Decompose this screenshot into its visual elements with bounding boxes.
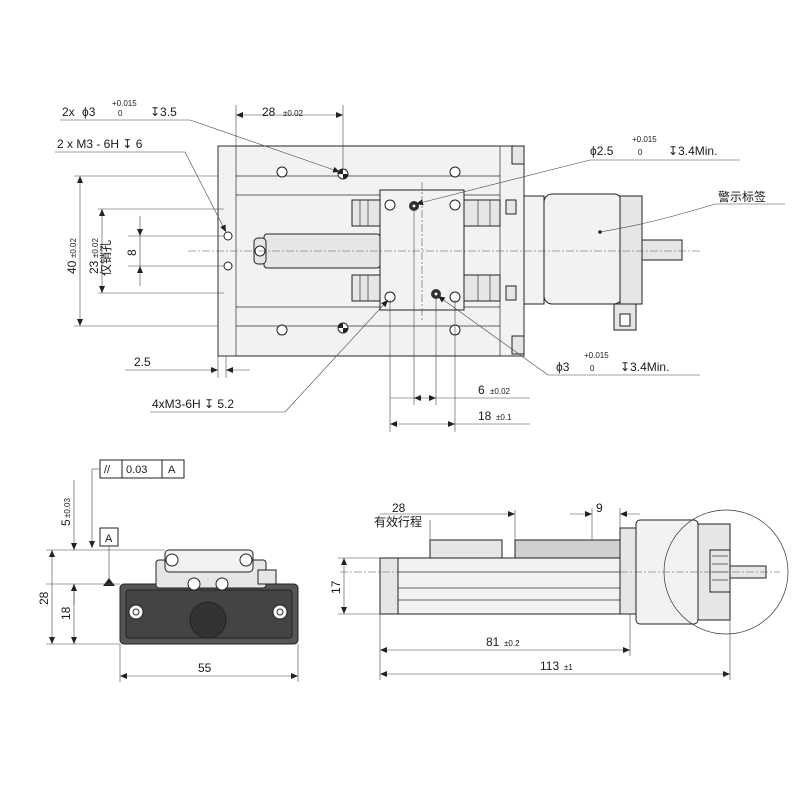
callout-bottom-pin-sym: ϕ3: [556, 360, 570, 374]
callout-m3-side: 2 x M3 - 6H ↧ 6: [57, 137, 143, 151]
end-dim-55: 55: [198, 661, 212, 675]
motor-flange: [523, 195, 545, 305]
side-dim-9: 9: [596, 501, 603, 515]
callout-top-pin-tol-up: +0.015: [632, 135, 657, 144]
label-stroke: 有效行程: [374, 514, 422, 529]
callout-m3-carriage: 4xM3-6H ↧ 5.2: [152, 397, 234, 411]
end-view: // 0.03 A A 5 ±0.03 28 18 55: [37, 459, 299, 682]
end-dim-5: 5: [59, 519, 73, 526]
gdt-datum: A: [168, 464, 176, 476]
callout-top-pin-depth: ↧3.4Min.: [668, 144, 717, 158]
callout-pin-qty: 2x: [62, 105, 75, 119]
callout-pin-sym: ϕ3: [82, 105, 96, 119]
callout-bottom-pin-tol-up: +0.015: [584, 351, 609, 360]
dim-6-tol: ±0.02: [490, 387, 511, 396]
dim-2-5: 2.5: [134, 355, 151, 369]
top-view: 28 ±0.02 2x ϕ3 +0.015 0 ↧3.5 2 x M3 - 6H…: [55, 99, 785, 432]
dim-28-top: 28: [262, 105, 276, 119]
end-dim-18: 18: [59, 606, 73, 620]
callout-pin-tol-lo: 0: [118, 109, 123, 118]
callout-top-pin-tol-lo: 0: [638, 148, 643, 157]
callout-pin-tol-up: +0.015: [112, 99, 137, 108]
motor-shaft: [641, 239, 683, 261]
side-carriage: [514, 539, 621, 559]
callout-pin-depth: ↧3.5: [150, 105, 177, 119]
callout-bottom-pin-tol-lo: 0: [590, 364, 595, 373]
callout-bottom-pin-depth: ↧3.4Min.: [620, 360, 669, 374]
dim-8: 8: [125, 249, 139, 256]
side-dim-81-tol: ±0.2: [504, 639, 520, 648]
side-dim-113: 113: [540, 659, 559, 673]
dim-40: 40: [65, 260, 79, 274]
dim-18: 18: [478, 409, 492, 423]
callout-top-pin-sym: ϕ2.5: [590, 144, 614, 158]
end-dim-5-tol: ±0.03: [63, 497, 72, 518]
end-dim-28: 28: [37, 591, 51, 605]
dim-18-tol: ±0.1: [496, 413, 512, 422]
side-dim-81: 81: [486, 635, 500, 649]
side-dim-113-tol: ±1: [564, 663, 573, 672]
dim-23-tol: ±0.02: [91, 237, 100, 258]
datum-label: A: [105, 533, 113, 545]
side-base: [379, 557, 631, 615]
side-view: 28 有效行程 9 17 81 ±0.2 113 ±1: [329, 501, 789, 680]
label-pin-only: 仅销孔: [99, 240, 113, 276]
dim-6: 6: [478, 383, 485, 397]
dim-28-top-tol: ±0.02: [283, 109, 304, 118]
carriage-stroke-left: [429, 539, 503, 559]
gdt-symbol: //: [104, 464, 111, 476]
side-dim-28: 28: [392, 501, 406, 515]
dim-23: 23: [87, 260, 101, 274]
gdt-value: 0.03: [126, 464, 147, 476]
side-dim-17: 17: [329, 580, 343, 594]
dim-40-tol: ±0.02: [69, 237, 78, 258]
label-warning: 警示标签: [718, 189, 766, 204]
motor-body: [543, 193, 623, 305]
